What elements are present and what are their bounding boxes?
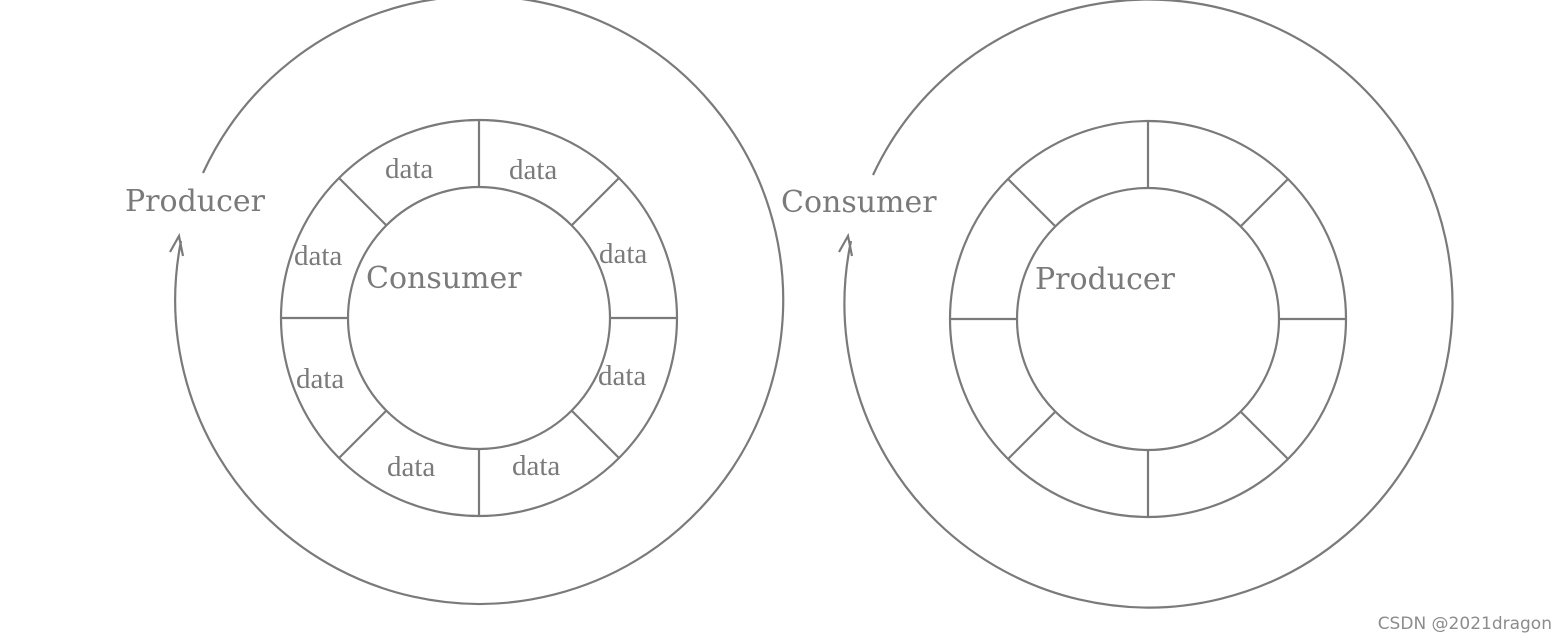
slot-label: data [512,450,560,482]
divider-bottom-left [1007,411,1056,460]
divider-top-right [571,177,620,226]
slot-label: data [598,360,646,392]
slot-labels-left: data data data data data data data data [294,153,647,483]
divider-bottom-left [338,410,387,459]
slot-label: data [599,238,647,270]
divider-top-left [338,177,387,226]
ring-inner-circle-right [1015,186,1281,452]
slot-dividers-left [281,120,677,516]
slot-dividers-right [950,121,1346,517]
divider-top-left [1007,178,1056,227]
cycle-arrow-head-right [838,232,854,257]
cycle-arrow-head-left [169,232,185,257]
inner-label-producer: Producer [1035,262,1176,297]
ring-diagram-right: Consumer Producer [781,0,1454,609]
slot-label: data [385,153,433,185]
divider-bottom-right [571,410,620,459]
inner-label-consumer: Consumer [366,261,522,296]
outer-cycle-arc-left [174,0,785,606]
ring-diagram-left: Producer Consumer data data data data da… [125,0,785,606]
watermark: CSDN @2021dragon [1377,614,1552,634]
divider-top-right [1240,178,1289,227]
slot-label: data [509,154,557,186]
divider-bottom-right [1240,411,1289,460]
slot-label: data [387,451,435,483]
slot-label: data [296,363,344,395]
outer-label-consumer: Consumer [781,185,937,220]
slot-label: data [294,240,342,272]
outer-cycle-arc-right [843,0,1454,609]
outer-label-producer: Producer [125,184,266,219]
ring-inner-circle-left [346,185,612,451]
